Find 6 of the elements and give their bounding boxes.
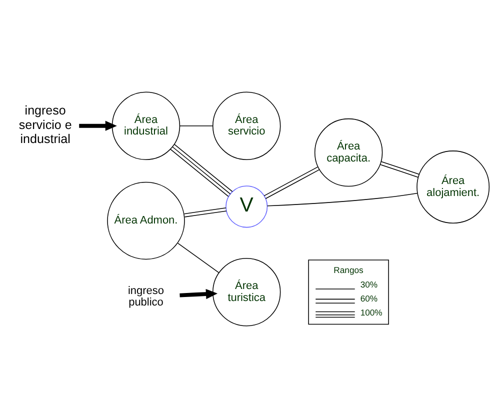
label: Rangos [334,264,364,275]
legend-label: 60% [360,292,378,303]
node-text: ingreso servicio e industrial [18,103,72,146]
node-text: ingreso publico [128,284,164,308]
legend-label: 100% [360,307,382,318]
legend-label: 30% [360,278,378,289]
